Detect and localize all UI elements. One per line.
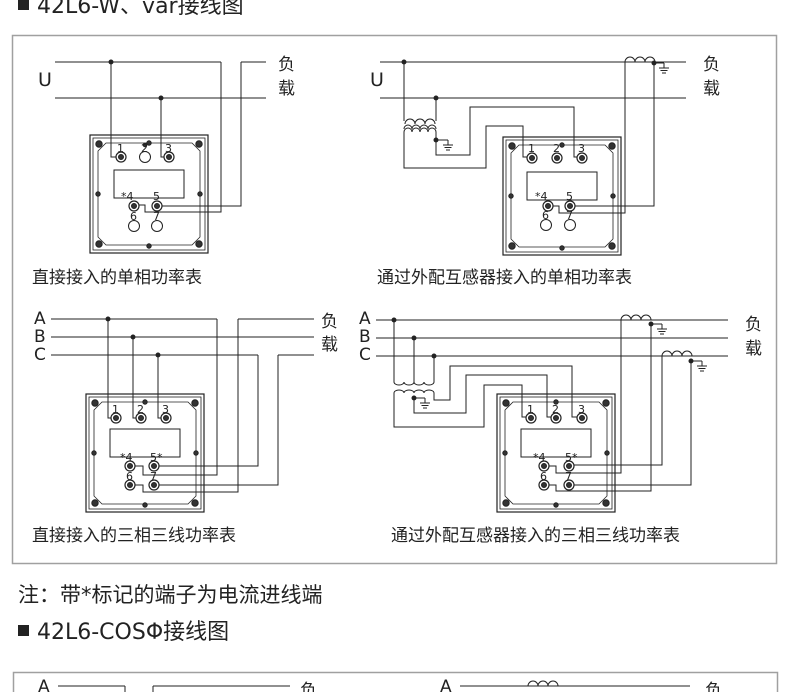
load-label: 载 — [703, 79, 720, 99]
terminal-label: 5* — [150, 451, 163, 464]
terminal-label: 1 — [527, 403, 534, 416]
terminal-label: 5* — [565, 451, 578, 464]
line-label-c: C — [34, 345, 46, 365]
diagram-frame — [11, 34, 778, 565]
terminal-label: 3 — [165, 142, 172, 155]
terminal-label: 1 — [117, 142, 124, 155]
terminal-label: 7 — [150, 470, 157, 483]
line-label-u: U — [370, 69, 384, 91]
terminal-label: 7 — [153, 210, 160, 223]
section-heading-cos: 42L6-COSΦ接线图 — [18, 620, 229, 646]
terminal-label: *4 — [121, 190, 134, 203]
terminal-label: 2 — [552, 403, 559, 416]
bullet-square-icon — [18, 625, 29, 636]
terminal-label: *4 — [535, 190, 548, 203]
terminal-label: 6 — [130, 210, 137, 223]
terminal-label: *4 — [533, 451, 546, 464]
terminal-label: 2 — [553, 142, 560, 155]
diagram-caption: 通过外配互感器接入的单相功率表 — [377, 268, 632, 288]
terminal-label: 3 — [578, 142, 585, 155]
diagram-caption: 直接接入的单相功率表 — [32, 268, 202, 288]
terminal-label: 6 — [540, 470, 547, 483]
line-label-u: U — [38, 69, 52, 91]
load-label: 负 — [703, 55, 720, 75]
terminal-label: 5 — [153, 190, 160, 203]
load-label: 载 — [278, 79, 295, 99]
terminal-label: 2 — [141, 142, 148, 155]
diagram-direct-single-phase: U 1 2 3 *4 5 6 7 负 载 直接接入的单相功率表 — [32, 55, 295, 288]
line-label-a: A — [359, 309, 371, 329]
section-title: 42L6-COSΦ接线图 — [37, 620, 230, 645]
terminal-label: 3 — [578, 403, 585, 416]
diagram-ct-three-phase: A B C 1 2 3 *4 5* — [359, 309, 762, 546]
load-label: 载 — [321, 335, 338, 355]
terminal-label: 6 — [126, 470, 133, 483]
terminal-label: 7 — [566, 209, 573, 222]
line-label-a: A — [34, 309, 46, 329]
diagram-caption: 通过外配互感器接入的三相三线功率表 — [391, 526, 680, 546]
section-heading-power: 42L6-W、var接线图 — [18, 0, 244, 20]
terminal-label: 1 — [528, 142, 535, 155]
cos-diagram-partial: A 负 A 负 — [38, 677, 722, 692]
terminal-note: 注：带*标记的端子为电流进线端 — [18, 583, 323, 607]
bullet-square-icon — [18, 0, 29, 10]
load-label: 负 — [278, 55, 295, 75]
terminal-label: 1 — [112, 403, 119, 416]
load-label: 载 — [745, 339, 762, 359]
terminal-label: 5 — [566, 190, 573, 203]
section-title: 42L6-W、var接线图 — [37, 0, 244, 19]
terminal-label: 6 — [542, 209, 549, 222]
load-label: 负 — [321, 312, 338, 332]
line-label-a: A — [440, 677, 452, 692]
terminal-label: 2 — [137, 403, 144, 416]
terminal-label: *4 — [120, 451, 133, 464]
line-label-b: B — [34, 327, 46, 347]
diagram-direct-three-phase: A B C 1 2 3 *4 5* 6 7 负 载 直接接入的三相三线功率表 — [32, 309, 338, 546]
load-label: 负 — [745, 315, 762, 335]
line-label-a: A — [38, 677, 50, 692]
terminal-label: 3 — [162, 403, 169, 416]
line-label-c: C — [359, 345, 371, 365]
line-label-b: B — [359, 327, 371, 347]
cos-diagram-frame — [12, 671, 779, 692]
diagram-caption: 直接接入的三相三线功率表 — [32, 526, 236, 546]
terminal-label: 7 — [565, 470, 572, 483]
diagram-ct-single-phase: U 1 2 3 *4 5 6 7 负 载 通过外配互感器接入的单相功率表 — [370, 55, 720, 288]
load-label: 负 — [705, 681, 722, 692]
load-label: 负 — [300, 681, 317, 692]
